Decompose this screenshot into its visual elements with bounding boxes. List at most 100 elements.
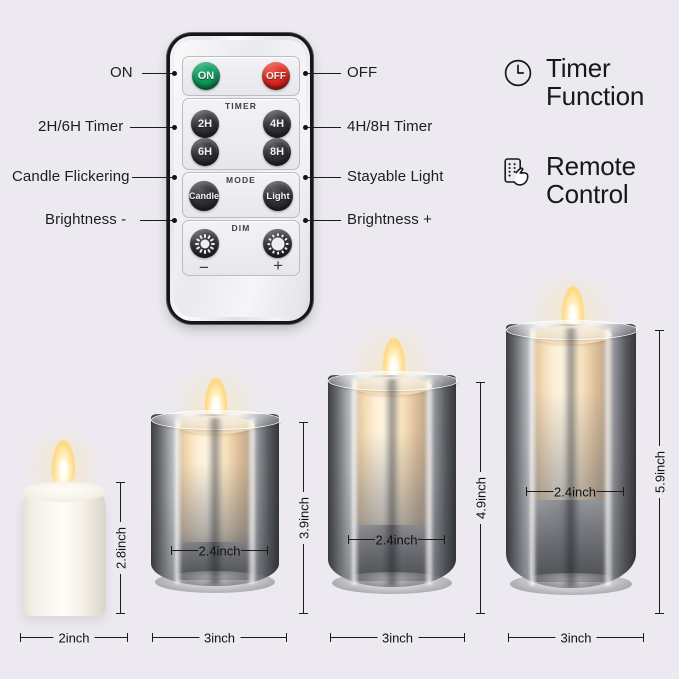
off-button[interactable]: OFF bbox=[262, 62, 290, 90]
callout-candle-dot bbox=[172, 175, 177, 180]
candle-mode-label: Candle bbox=[189, 191, 220, 201]
sun-small-icon bbox=[194, 233, 216, 255]
callout-brightness-down-label: Brightness - bbox=[45, 211, 127, 228]
candle2-inner-fade bbox=[177, 462, 253, 580]
candle-glass-medium bbox=[322, 324, 462, 620]
candle3-width-dimension: 3inch bbox=[330, 630, 465, 645]
light-mode-label: Light bbox=[266, 190, 290, 202]
callout-timer-left-dot bbox=[172, 125, 177, 130]
candle1-body bbox=[22, 492, 106, 616]
callout-on-leader bbox=[142, 73, 175, 74]
timer-6h-button[interactable]: 6H bbox=[191, 138, 219, 166]
candle-mode-button[interactable]: Candle bbox=[189, 181, 219, 211]
feature-timer-function: Timer Function bbox=[503, 54, 644, 110]
candle3-width-label: 3inch bbox=[376, 630, 419, 645]
candle1-flame bbox=[52, 440, 75, 488]
candle3-inner-width-dimension: 2.4inch bbox=[348, 532, 445, 547]
candle4-width-label: 3inch bbox=[555, 630, 597, 645]
candle2-shade bbox=[207, 418, 223, 584]
candle1-top-surface bbox=[22, 482, 106, 502]
timer-group-title: TIMER bbox=[225, 101, 257, 111]
dim-group-title: DIM bbox=[231, 223, 251, 233]
timer-4h-button[interactable]: 4H bbox=[263, 110, 291, 138]
power-panel: ON OFF bbox=[182, 56, 300, 96]
feature-remote-control: Remote Control bbox=[503, 152, 636, 208]
feature-timer-line2: Function bbox=[546, 81, 645, 112]
clock-icon bbox=[503, 58, 533, 93]
on-button[interactable]: ON bbox=[192, 62, 220, 90]
timer-6h-label: 6H bbox=[197, 146, 213, 158]
timer-2h-label: 2H bbox=[197, 118, 213, 130]
candle2-inner-width-label: 2.4inch bbox=[198, 543, 241, 558]
candle3-highlight-a bbox=[350, 379, 359, 585]
candle3-base bbox=[332, 572, 452, 594]
callout-brightness-up-label: Brightness + bbox=[347, 211, 432, 228]
sun-large-icon bbox=[266, 232, 289, 255]
candle4-width-dimension: 3inch bbox=[508, 630, 644, 645]
candle3-shade bbox=[384, 379, 400, 585]
feature-remote-line1: Remote bbox=[546, 151, 636, 181]
callout-brightness-down-leader bbox=[140, 220, 175, 221]
candle1-width-label: 2inch bbox=[53, 630, 95, 645]
candle2-width-dimension: 3inch bbox=[152, 630, 287, 645]
candle4-highlight-b bbox=[603, 328, 613, 586]
feature-remote-line2: Control bbox=[546, 179, 629, 210]
remote-hand-icon bbox=[503, 156, 533, 193]
callout-on-label: ON bbox=[110, 64, 133, 81]
candle2-glass bbox=[151, 410, 281, 593]
candle3-height-dimension: 4.9inch bbox=[473, 382, 488, 614]
feature-timer-line1: Timer bbox=[546, 53, 611, 83]
callout-timer-right-leader bbox=[305, 127, 341, 128]
candle1-width-dimension: 2inch bbox=[20, 630, 128, 645]
candle4-height-dimension: 5.9inch bbox=[652, 330, 667, 614]
candle4-highlight-a bbox=[528, 328, 537, 586]
candle1-height-dimension: 2.8inch bbox=[113, 482, 128, 614]
callout-stayable-leader bbox=[305, 177, 341, 178]
candle3-glass bbox=[328, 371, 458, 594]
candle3-inner-fade bbox=[354, 431, 430, 581]
timer-2h-button[interactable]: 2H bbox=[191, 110, 219, 138]
timer-8h-label: 8H bbox=[269, 146, 285, 158]
brightness-up-button[interactable] bbox=[263, 229, 292, 258]
timer-4h-label: 4H bbox=[269, 118, 285, 130]
callout-candle-leader bbox=[132, 177, 175, 178]
candle-glass-large bbox=[500, 272, 642, 620]
light-mode-button[interactable]: Light bbox=[263, 181, 293, 211]
candle2-highlight-a bbox=[173, 418, 182, 584]
callout-off-label: OFF bbox=[347, 64, 378, 81]
callout-brightness-up-leader bbox=[305, 220, 341, 221]
feature-timer-text: Timer Function bbox=[546, 54, 644, 110]
candle2-inner-width-dimension: 2.4inch bbox=[171, 543, 268, 558]
feature-remote-text: Remote Control bbox=[546, 152, 636, 208]
candle4-height-label: 5.9inch bbox=[652, 446, 667, 498]
candle2-width-label: 3inch bbox=[198, 630, 241, 645]
callout-off-leader bbox=[305, 73, 341, 74]
dim-panel: DIM bbox=[182, 220, 300, 276]
on-button-label: ON bbox=[197, 70, 215, 82]
timer-panel: TIMER 2H 4H 6H 8H bbox=[182, 98, 300, 170]
candle4-base bbox=[510, 573, 632, 595]
timer-8h-button[interactable]: 8H bbox=[263, 138, 291, 166]
callout-candle-label: Candle Flickering bbox=[12, 168, 130, 185]
candle4-inner-width-dimension: 2.4inch bbox=[526, 484, 624, 499]
candle2-height-label: 3.9inch bbox=[296, 492, 311, 544]
candle2-base bbox=[155, 571, 275, 593]
candle-glass-small bbox=[145, 366, 285, 620]
candle4-glass bbox=[506, 320, 638, 595]
candle2-height-dimension: 3.9inch bbox=[296, 422, 311, 614]
remote-control-device[interactable]: ON OFF TIMER 2H 4H 6H 8H MODE bbox=[170, 36, 310, 321]
minus-sign: − bbox=[199, 258, 209, 277]
brightness-down-button[interactable] bbox=[190, 229, 219, 258]
plus-sign: + bbox=[273, 256, 283, 275]
candle3-highlight-b bbox=[424, 379, 434, 585]
mode-group-title: MODE bbox=[226, 175, 256, 185]
candle3-inner-width-label: 2.4inch bbox=[375, 532, 418, 547]
candle1-height-label: 2.8inch bbox=[113, 522, 128, 574]
callout-stayable-label: Stayable Light bbox=[347, 168, 444, 185]
mode-panel: MODE Candle Light bbox=[182, 172, 300, 218]
off-button-label: OFF bbox=[266, 70, 286, 82]
callout-on-dot bbox=[172, 71, 177, 76]
callout-timer-left-leader bbox=[130, 127, 175, 128]
candle4-inner-width-label: 2.4inch bbox=[554, 484, 596, 499]
